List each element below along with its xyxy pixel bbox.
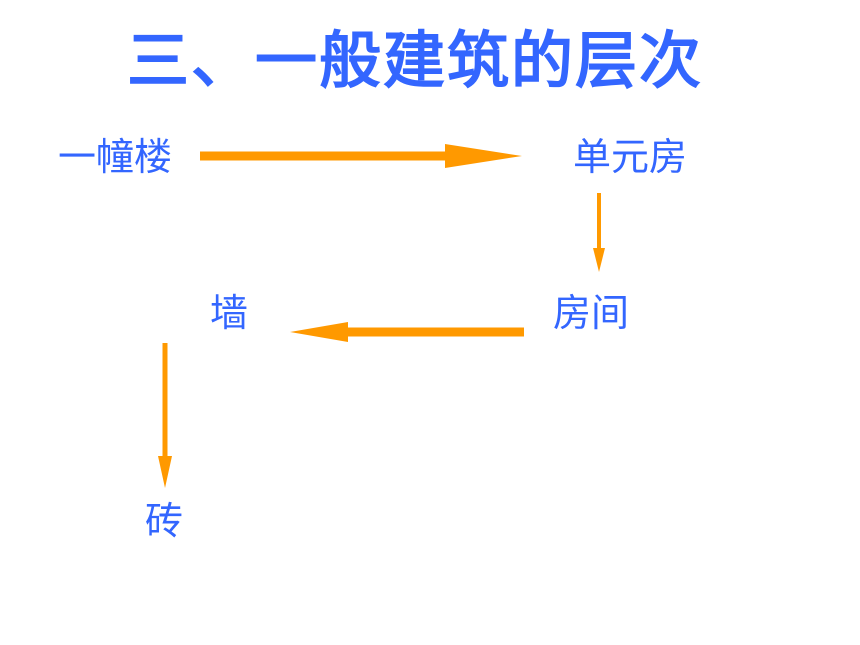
arrow-wall-to-brick bbox=[158, 343, 172, 488]
node-room: 房间 bbox=[553, 291, 630, 335]
node-building: 一幢楼 bbox=[58, 135, 173, 179]
arrow-unit-to-room bbox=[593, 193, 605, 272]
page-title: 三、一般建筑的层次 bbox=[126, 24, 703, 97]
arrow-building-to-unit bbox=[200, 144, 522, 168]
node-brick: 砖 bbox=[145, 499, 184, 543]
node-unit: 单元房 bbox=[573, 135, 688, 179]
arrow-room-to-wall bbox=[290, 322, 524, 342]
node-wall: 墙 bbox=[210, 291, 249, 335]
